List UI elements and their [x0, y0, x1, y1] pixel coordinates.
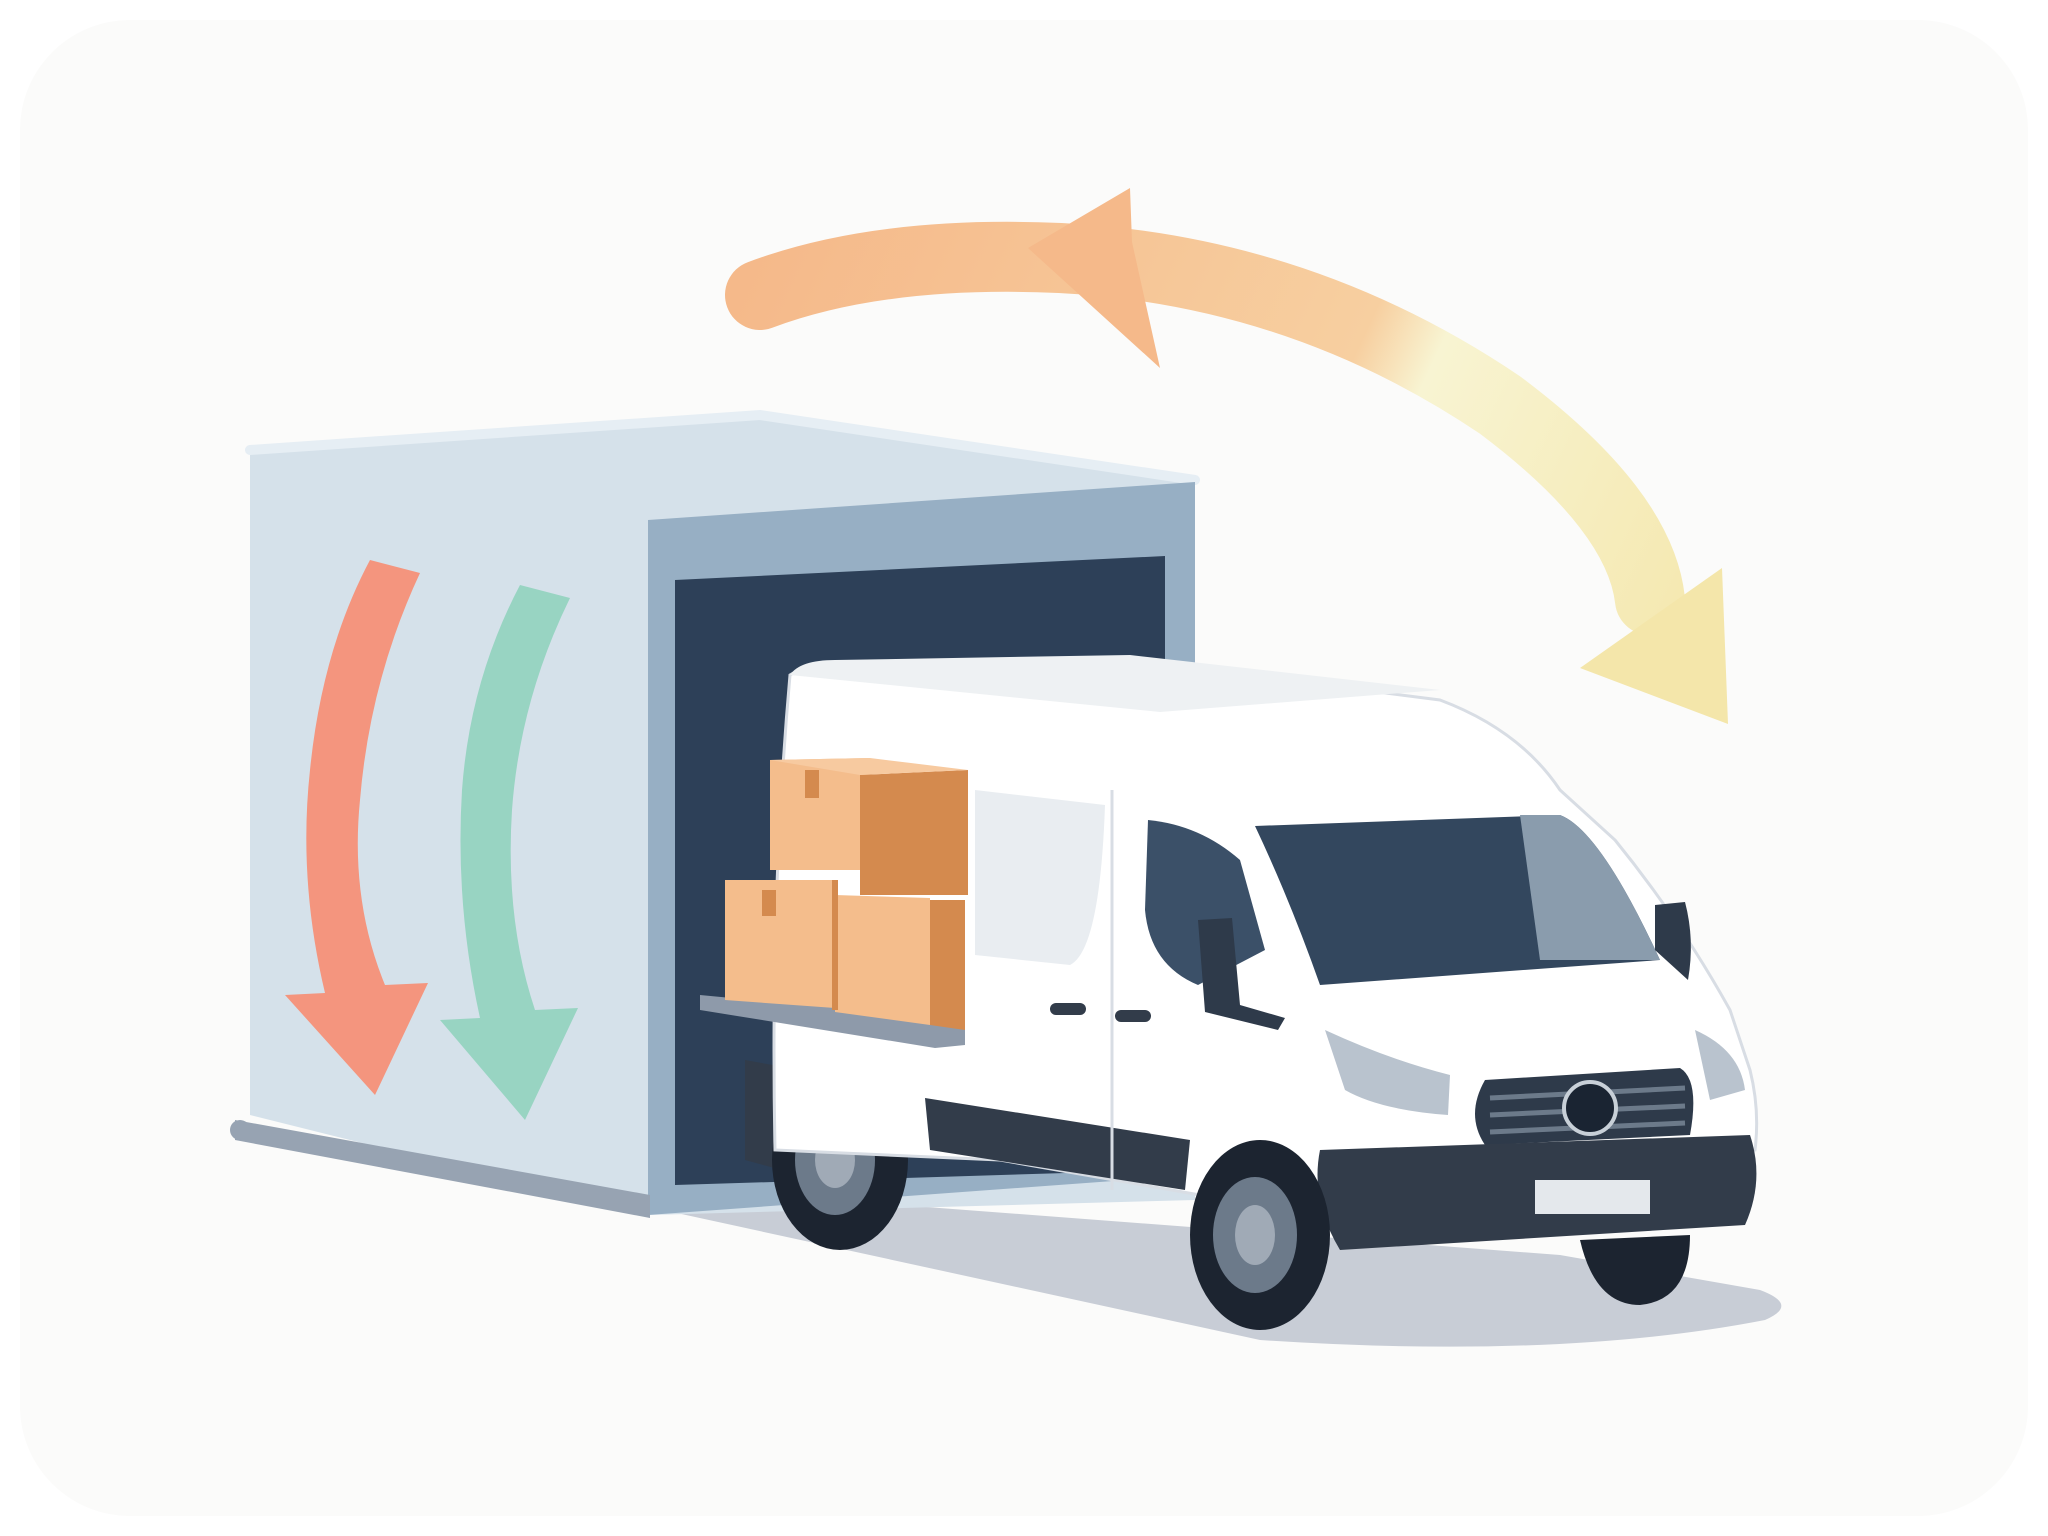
- van-side-mirror: [1198, 918, 1285, 1030]
- cargo-shelf: [700, 995, 965, 1048]
- van-license-plate: [1535, 1180, 1650, 1214]
- down-arrow-icon: [285, 560, 428, 1095]
- van-roof: [790, 655, 1440, 712]
- van-driver-window: [1145, 820, 1265, 985]
- warehouse-roof-edge: [245, 409, 1200, 485]
- parcel-box-icon: [725, 758, 968, 1030]
- delivery-van-icon: [700, 655, 1759, 1330]
- curved-arrow-icon: [725, 188, 1728, 724]
- down-arrow-icon: [440, 585, 578, 1120]
- van-door-handle: [1050, 1003, 1086, 1015]
- van-side-window: [975, 790, 1105, 965]
- van-front-mirror: [1655, 902, 1691, 980]
- van-front-wheel: [1190, 1140, 1690, 1330]
- van-door-handle: [1115, 1010, 1151, 1022]
- van-grille: [1475, 1068, 1694, 1145]
- van-headlight: [1325, 1030, 1450, 1115]
- van-side-trim: [925, 1098, 1190, 1190]
- warehouse-base: [235, 1120, 650, 1218]
